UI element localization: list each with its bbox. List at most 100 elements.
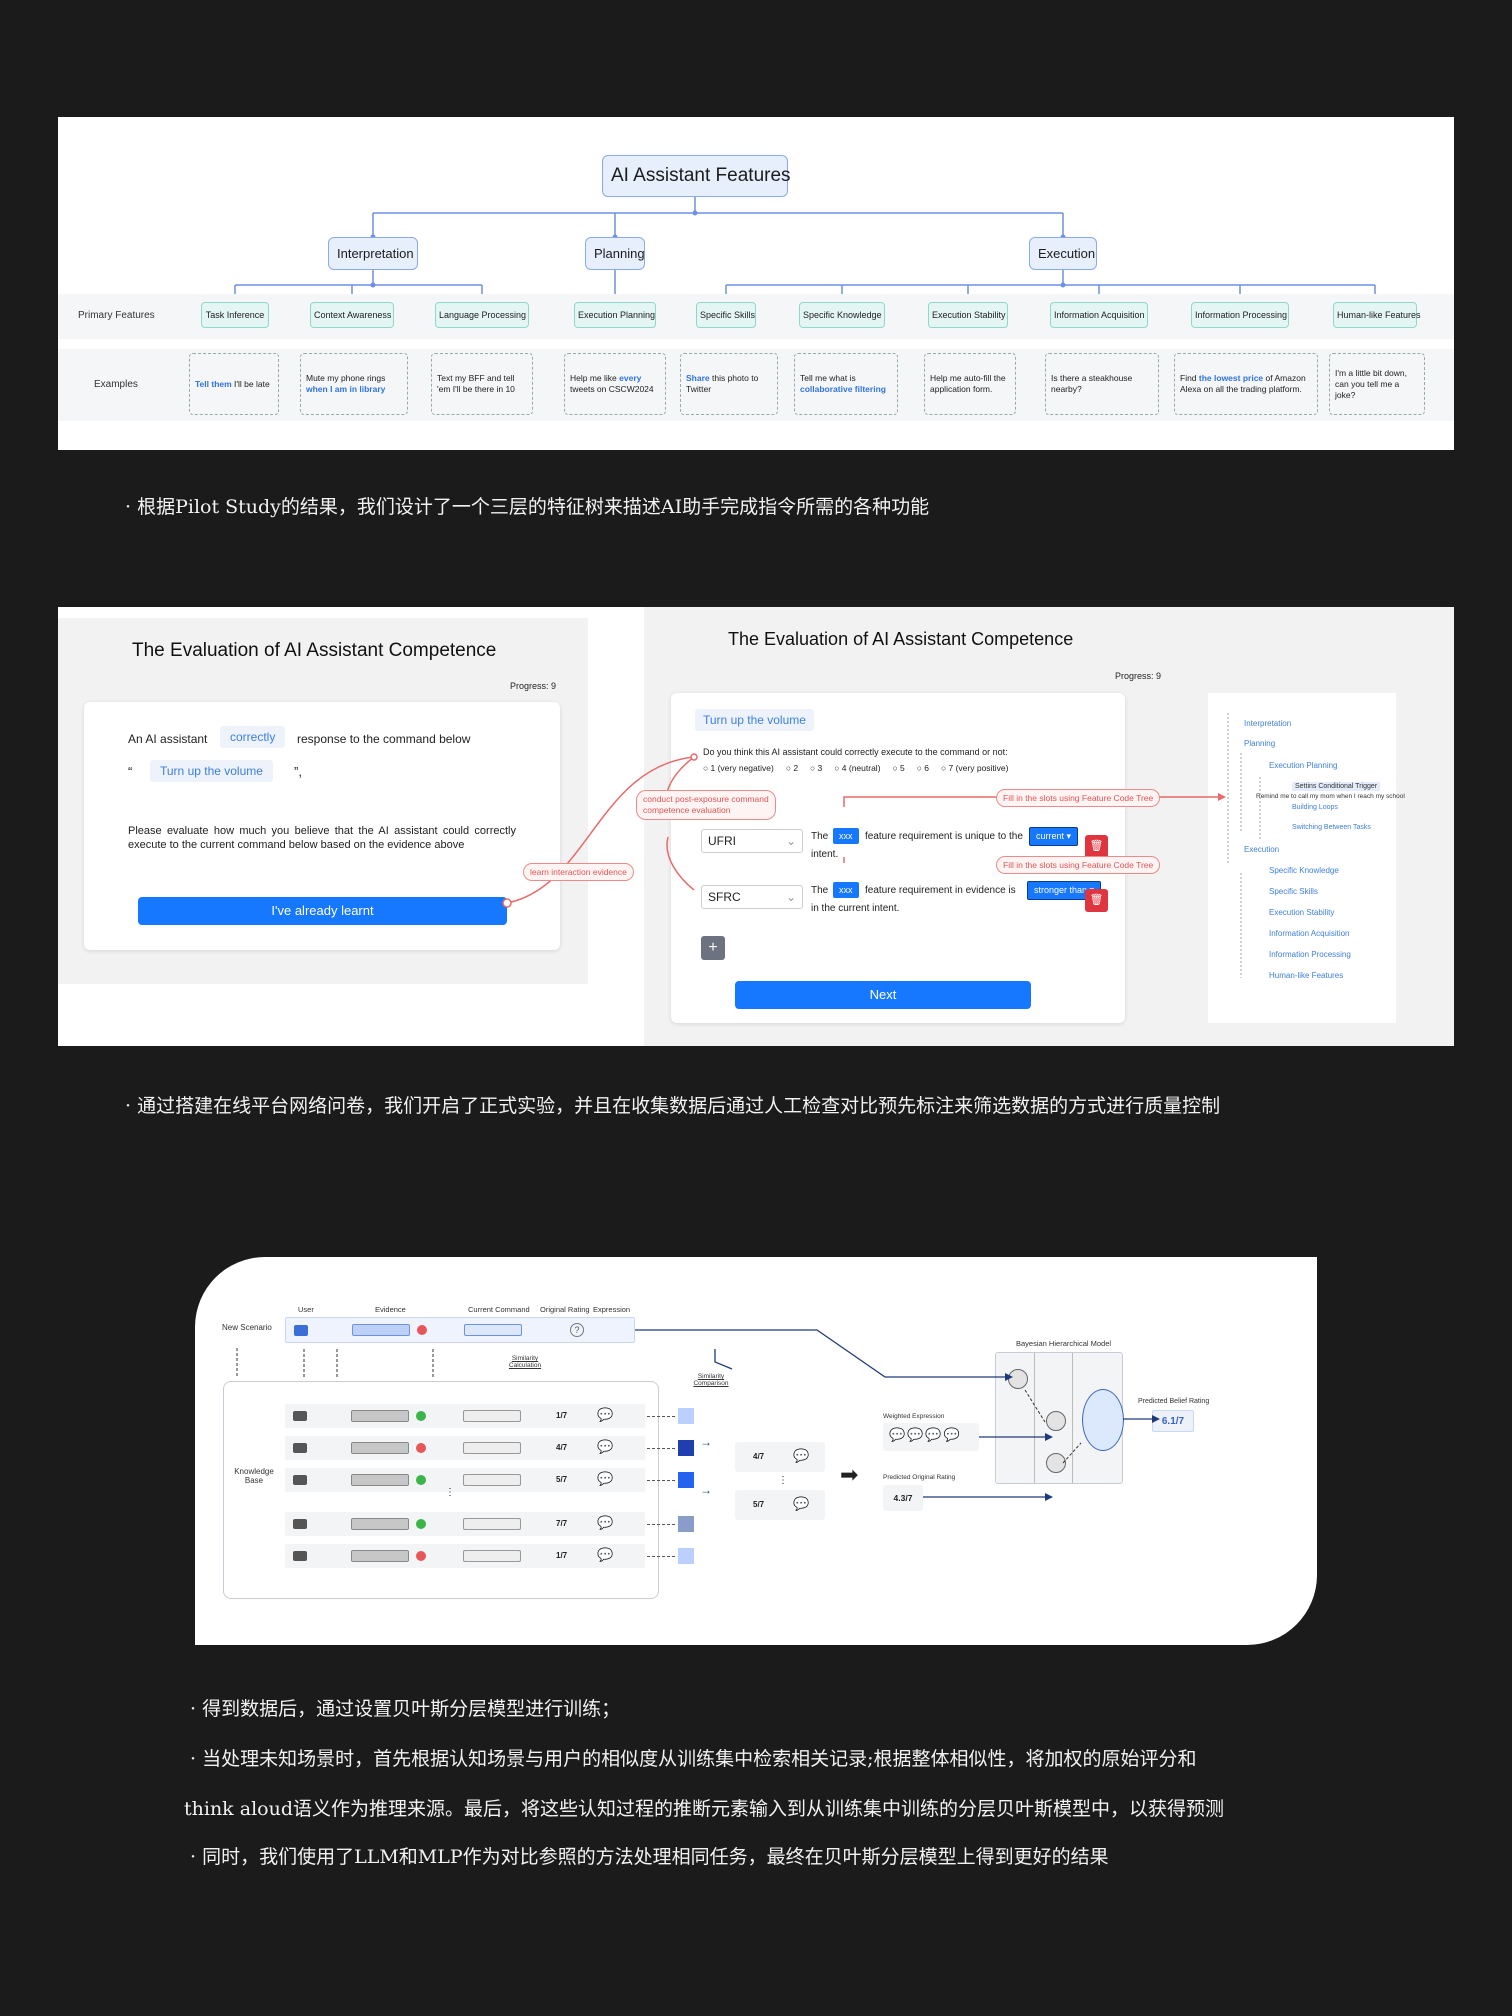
dashed-arrow: [647, 1556, 675, 1557]
command-bar: [463, 1474, 521, 1486]
similarity-square: [678, 1408, 694, 1424]
next-button[interactable]: Next: [735, 981, 1031, 1009]
user-icon: [293, 1519, 307, 1529]
rating-option[interactable]: ○ 4 (neutral): [834, 763, 881, 773]
survey-figure: The Evaluation of AI Assistant Competenc…: [58, 607, 1454, 1046]
code-tree-item[interactable]: Execution Planning: [1269, 761, 1338, 770]
row2-prefix: The: [811, 885, 829, 896]
question-text: Do you think this AI assistant could cor…: [703, 747, 1008, 757]
feature-execution-stability: Execution Stability: [928, 302, 1008, 328]
example-card: Find the lowest price of Amazon Alexa on…: [1174, 353, 1318, 415]
quote-close: ”,: [294, 764, 302, 779]
feature-human-like: Human-like Features: [1333, 302, 1421, 328]
code-tree-item[interactable]: Information Acquisition: [1269, 929, 1350, 938]
delete-icon[interactable]: 🗑: [1085, 835, 1108, 858]
ellipsis-icon: ⋮: [445, 1487, 455, 1498]
feature-specific-skills: Specific Skills: [696, 302, 756, 328]
big-arrow-icon: ➡: [840, 1462, 859, 1487]
knowledge-base-label: Knowledge Base: [234, 1467, 274, 1485]
statement-suffix: response to the command below: [297, 732, 471, 746]
bhm-box: [995, 1352, 1124, 1484]
example-card: Tell them I'll be late: [189, 353, 279, 415]
row1-option-dropdown[interactable]: current ▾: [1029, 827, 1079, 846]
row2-slot[interactable]: xxx: [833, 882, 859, 898]
kb-rating: 7/7: [556, 1519, 568, 1528]
selected-rating: 4/7: [753, 1452, 765, 1461]
caption-inference: think aloud语义作为推理来源。最后，将这些认知过程的推断元素输入到从训…: [184, 1798, 1224, 1820]
statement-prefix: An AI assistant: [128, 732, 208, 746]
rating-option[interactable]: ○ 3: [810, 763, 823, 773]
quote-open: “: [128, 764, 133, 779]
new-scenario-label: New Scenario: [222, 1323, 272, 1332]
new-scenario-row: ?: [285, 1317, 635, 1343]
feature-execution-planning: Execution Planning: [574, 302, 656, 328]
evidence-bar: [352, 1324, 410, 1336]
annotation-fill-slots-2: Fill in the slots using Feature Code Tre…: [996, 856, 1161, 874]
rating-option[interactable]: ○ 2: [785, 763, 799, 773]
annotation-learn-evidence: learn interaction evidence: [523, 863, 634, 881]
rating-option[interactable]: ○ 6: [916, 763, 929, 773]
survey-title-right: The Evaluation of AI Assistant Competenc…: [728, 629, 1074, 649]
kb-rating: 1/7: [556, 1411, 568, 1420]
code-tree-item[interactable]: Interpretation: [1244, 719, 1292, 728]
speech-icon: 💬: [793, 1448, 810, 1463]
bhm-node: [1046, 1411, 1066, 1431]
evidence-bar: [351, 1410, 409, 1422]
code-tree-item[interactable]: Human-like Features: [1269, 971, 1344, 980]
rule-select-sfrc[interactable]: SFRC⌄: [701, 885, 803, 909]
code-tree-item[interactable]: Specific Knowledge: [1269, 866, 1339, 875]
header-current-command: Current Command: [468, 1305, 530, 1314]
row1-slot[interactable]: xxx: [833, 828, 859, 844]
command-bar: [464, 1324, 522, 1336]
progress-label-left: Progress: 9: [510, 681, 557, 691]
code-tree-item[interactable]: Building Loops: [1292, 804, 1338, 811]
speech-icon: 💬: [793, 1496, 810, 1511]
caption-comparison: · 同时，我们使用了LLM和MLP作为对比参照的方法处理相同任务，最终在贝叶斯分…: [190, 1846, 1109, 1868]
delete-icon[interactable]: 🗑: [1085, 889, 1108, 912]
kb-row: 7/7💬: [285, 1512, 645, 1536]
example-card: Share this photo to Twitter: [680, 353, 778, 415]
example-card: Text my BFF and tell 'em I'll be there i…: [431, 353, 533, 415]
survey-right-card: Turn up the volume Do you think this AI …: [671, 693, 1125, 1023]
row1-prefix: The: [811, 831, 829, 842]
ellipsis-icon: ⋮: [778, 1475, 788, 1486]
x-icon: [416, 1443, 426, 1453]
code-tree-item[interactable]: Information Processing: [1269, 950, 1351, 959]
tree-root-node: AI Assistant Features: [602, 155, 791, 197]
bhm-title: Bayesian Hierarchical Model: [1016, 1339, 1112, 1348]
header-expression: Expression: [593, 1305, 631, 1314]
feature-tree-figure: AI Assistant Features Interpretation Pla…: [58, 117, 1454, 450]
feature-information-processing: Information Processing: [1191, 302, 1289, 328]
row2-suffix: in the current intent.: [811, 903, 900, 914]
code-tree-item[interactable]: Execution: [1244, 845, 1280, 854]
code-tree-example: Remind me to call my mom when I reach my…: [1256, 793, 1405, 800]
command-tag-left: Turn up the volume: [150, 760, 273, 782]
already-learnt-button[interactable]: I've already learnt: [138, 897, 507, 925]
weighted-expression-label: Weighted Expression: [883, 1413, 945, 1420]
annotation-post-exposure: conduct post-exposure command competence…: [636, 790, 776, 820]
rule-select-ufri[interactable]: UFRI⌄: [701, 829, 803, 853]
row2-text: feature requirement in evidence is: [865, 885, 1016, 896]
code-tree-item[interactable]: Settins Conditional Trigger: [1292, 782, 1381, 791]
row1-text: feature requirement is unique to the: [865, 831, 1023, 842]
annotation-fill-slots-1: Fill in the slots using Feature Code Tre…: [996, 789, 1161, 807]
rating-option[interactable]: ○ 5: [892, 763, 905, 773]
kb-rating: 5/7: [556, 1475, 568, 1484]
code-tree-item[interactable]: Execution Stability: [1269, 908, 1335, 917]
header-original-rating: Original Rating: [540, 1305, 590, 1314]
kb-row: 1/7💬: [285, 1404, 645, 1428]
similarity-square: [678, 1472, 694, 1488]
user-icon: [294, 1325, 308, 1336]
code-tree-item[interactable]: Planning: [1244, 739, 1276, 748]
survey-title-left: The Evaluation of AI Assistant Competenc…: [132, 640, 497, 661]
rating-option[interactable]: ○ 7 (very positive): [941, 763, 1009, 773]
selected-record: 5/7 💬: [735, 1490, 825, 1520]
row2-option-dropdown[interactable]: stronger than ▾: [1027, 881, 1102, 900]
add-rule-button[interactable]: +: [701, 936, 725, 960]
selected-rating: 5/7: [753, 1500, 765, 1509]
check-icon: [416, 1475, 426, 1485]
evidence-bar: [351, 1442, 409, 1454]
code-tree-item[interactable]: Switching Between Tasks: [1292, 824, 1371, 831]
rating-option[interactable]: ○ 1 (very negative): [703, 763, 774, 773]
code-tree-item[interactable]: Specific Skills: [1269, 887, 1318, 896]
